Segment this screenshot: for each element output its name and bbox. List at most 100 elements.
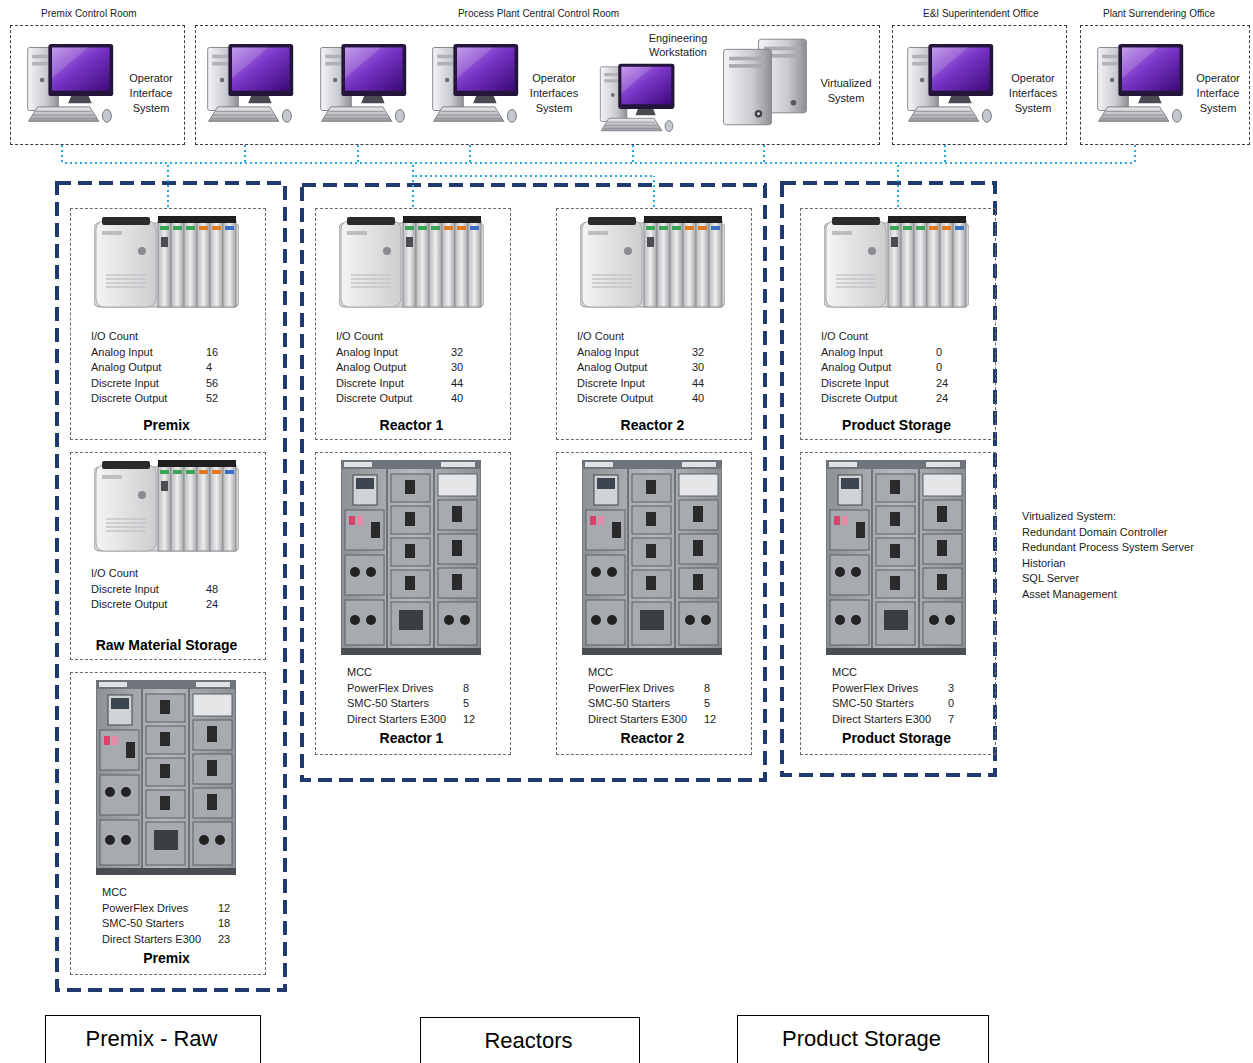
text-slot: I/O Count	[577, 330, 624, 343]
io-signal-name: Discrete Output	[821, 392, 897, 405]
network-link	[245, 145, 898, 208]
text-slot: 40	[692, 392, 704, 405]
area-label-box: Product Storage	[737, 1015, 989, 1063]
network-link	[168, 145, 945, 208]
network-segment	[167, 163, 169, 208]
network-segment	[412, 163, 414, 176]
text-slot: 48	[206, 583, 218, 596]
network-segment	[167, 163, 169, 208]
io-signal-name: Direct Starters E300	[347, 713, 446, 726]
station-label: Operator Interfaces System	[525, 71, 583, 116]
io-count-value: 56	[206, 377, 218, 390]
network-segment	[412, 163, 414, 176]
text-slot: Direct Starters E300	[347, 713, 446, 726]
mcc-cabinet-icon	[96, 680, 236, 875]
text-slot: 40	[451, 392, 463, 405]
text-slot: Operator Interface System	[121, 71, 181, 116]
io-signal-name: Analog Input	[91, 346, 153, 359]
text-slot: Analog Output	[336, 361, 406, 374]
network-link	[62, 145, 654, 208]
network-segment	[944, 145, 946, 163]
network-segment	[357, 145, 359, 163]
panel-box: MCCPowerFlex Drives12SMC-50 Starters18Di…	[70, 672, 266, 975]
io-count-value: 40	[451, 392, 463, 405]
text-slot: Direct Starters E300	[832, 713, 931, 726]
network-link	[413, 145, 1135, 208]
station-label: Operator Interface System	[1189, 71, 1247, 116]
network-segment	[469, 145, 471, 163]
text-slot: Reactors	[421, 1028, 636, 1054]
network-link	[898, 145, 945, 208]
io-signal-name: SMC-50 Starters	[347, 697, 429, 710]
io-signal-name: Discrete Input	[336, 377, 404, 390]
plc-chassis-icon	[94, 216, 239, 307]
panel-box: MCCPowerFlex Drives3SMC-50 Starters0Dire…	[800, 452, 996, 755]
network-segment	[244, 145, 246, 163]
io-header: I/O Count	[821, 330, 868, 343]
io-count-value: 32	[451, 346, 463, 359]
io-count-value: 52	[206, 392, 218, 405]
text-slot: 0	[948, 697, 954, 710]
room-title: Premix Control Room	[41, 8, 137, 20]
network-segment	[653, 176, 655, 208]
io-signal-name: PowerFlex Drives	[588, 682, 674, 695]
area-group-frame	[57, 183, 285, 990]
io-count-value: 3	[948, 682, 954, 695]
text-slot: 18	[218, 917, 230, 930]
network-segment	[944, 145, 946, 163]
io-count-value: 8	[463, 682, 469, 695]
io-signal-name: PowerFlex Drives	[832, 682, 918, 695]
text-slot: Analog Input	[821, 346, 883, 359]
panel-box: MCCPowerFlex Drives8SMC-50 Starters5Dire…	[315, 452, 511, 755]
text-slot: PowerFlex Drives	[588, 682, 674, 695]
network-segment	[167, 163, 169, 208]
control-room-box: Process Plant Central Control RoomOperat…	[195, 25, 880, 145]
text-slot: Reactor 2	[557, 417, 748, 434]
io-header: MCC	[347, 666, 372, 679]
io-signal-name: Discrete Input	[821, 377, 889, 390]
network-segment	[944, 145, 946, 163]
io-count-value: 44	[451, 377, 463, 390]
network-segment	[897, 163, 899, 208]
text-slot: Product Storage	[801, 417, 992, 434]
area-label-box: Premix - Raw	[45, 1015, 261, 1063]
io-signal-name: Discrete Output	[577, 392, 653, 405]
text-slot: Operator Interface System	[1189, 71, 1247, 116]
control-room-box: E&I Superintendent OfficeOperator Interf…	[892, 25, 1067, 145]
computer-icon	[908, 44, 994, 122]
network-segment	[763, 145, 765, 163]
network-link	[413, 145, 945, 208]
network-segment	[653, 176, 655, 208]
network-segment	[244, 145, 246, 163]
io-count-value: 0	[948, 697, 954, 710]
network-segment	[413, 162, 1135, 164]
panel-title: Premix	[71, 950, 262, 967]
network-segment	[469, 145, 471, 163]
io-count-value: 48	[206, 583, 218, 596]
panel-box: MCCPowerFlex Drives8SMC-50 Starters5Dire…	[556, 452, 752, 755]
io-count-value: 24	[936, 377, 948, 390]
panel-title: Reactor 2	[557, 730, 748, 747]
station-label: Operator Interfaces System	[1003, 71, 1063, 116]
network-link	[168, 145, 764, 208]
virtualized-item: Historian	[1022, 557, 1065, 570]
io-count-value: 4	[206, 361, 212, 374]
panel-title: Raw Material Storage	[71, 637, 262, 654]
area-group-frame	[782, 183, 995, 775]
text-slot: 44	[451, 377, 463, 390]
text-slot: PowerFlex Drives	[102, 902, 188, 915]
io-count-value: 32	[692, 346, 704, 359]
network-segment	[1134, 145, 1136, 163]
io-signal-name: Analog Output	[336, 361, 406, 374]
network-segment	[61, 145, 63, 163]
text-slot: I/O Count	[336, 330, 383, 343]
text-slot: Engineering Workstation	[643, 32, 713, 60]
text-slot: 8	[704, 682, 710, 695]
control-room-box: Plant Surrendering OfficeOperator Interf…	[1080, 25, 1250, 145]
computer-icons	[28, 39, 1184, 131]
area-label: Premix - Raw	[46, 1026, 257, 1052]
text-slot: 12	[218, 902, 230, 915]
io-signal-name: SMC-50 Starters	[102, 917, 184, 930]
network-segment	[763, 145, 765, 163]
